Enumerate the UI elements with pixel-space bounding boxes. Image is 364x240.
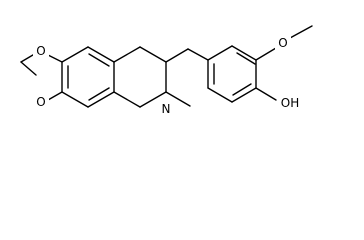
- benzyl-linker: [165, 48, 209, 63]
- phenol-ring: [207, 45, 257, 103]
- tetrahydro-ring: [113, 46, 191, 108]
- dioxole-oxygen-top-label: O: [36, 44, 45, 58]
- dioxole-oxygen-bottom-label: O: [36, 95, 45, 109]
- methoxy-oxygen-label: O: [278, 36, 287, 50]
- structure-canvas: O O N O OH: [20, 25, 313, 116]
- hydroxyl-label: OH: [281, 96, 299, 110]
- substituents: [255, 25, 313, 101]
- dioxole-ring: [20, 51, 63, 101]
- ring-nitrogen-label: N: [162, 102, 171, 116]
- molecule-structure: O O N O OH: [20, 25, 313, 116]
- atom-labels: O O N O OH: [33, 34, 303, 116]
- benzo-ring: [61, 46, 115, 108]
